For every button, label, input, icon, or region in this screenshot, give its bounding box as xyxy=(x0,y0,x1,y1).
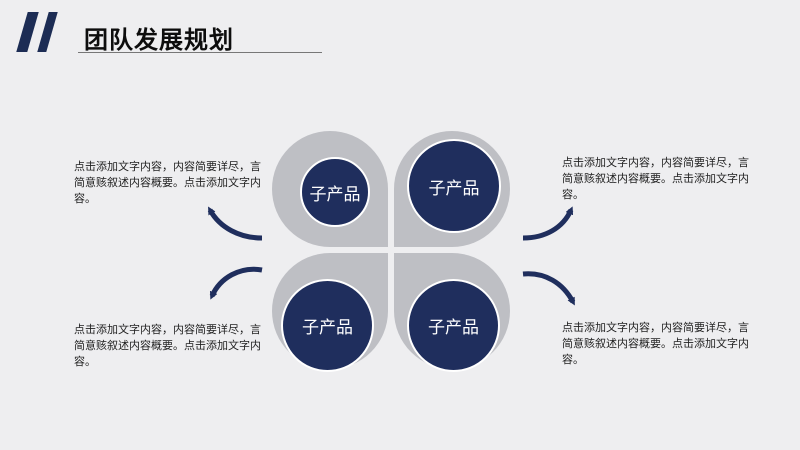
arrow-bottom-right-icon xyxy=(522,271,576,306)
node-circle: 子产品 xyxy=(407,279,500,372)
arrow-top-left-icon xyxy=(207,206,263,241)
page-title: 团队发展规划 xyxy=(84,26,234,54)
description-text: 点击添加文字内容，内容简要详尽，言简意赅叙述内容概要。点击添加文字内容。 xyxy=(562,156,749,201)
node-circle: 子产品 xyxy=(407,139,501,233)
title-underline xyxy=(78,52,322,53)
arrow-top-right-icon xyxy=(522,206,574,241)
description-text: 点击添加文字内容，内容简要详尽，言简意赅叙述内容概要。点击添加文字内容。 xyxy=(562,321,749,366)
node-circle: 子产品 xyxy=(281,279,374,372)
node-circle: 子产品 xyxy=(300,157,370,227)
arrow-bottom-left-icon xyxy=(209,266,263,300)
description-text: 点击添加文字内容，内容简要详尽，言简意赅叙述内容概要。点击添加文字内容。 xyxy=(74,323,261,368)
description-text: 点击添加文字内容，内容简要详尽，言简意赅叙述内容概要。点击添加文字内容。 xyxy=(74,160,261,205)
